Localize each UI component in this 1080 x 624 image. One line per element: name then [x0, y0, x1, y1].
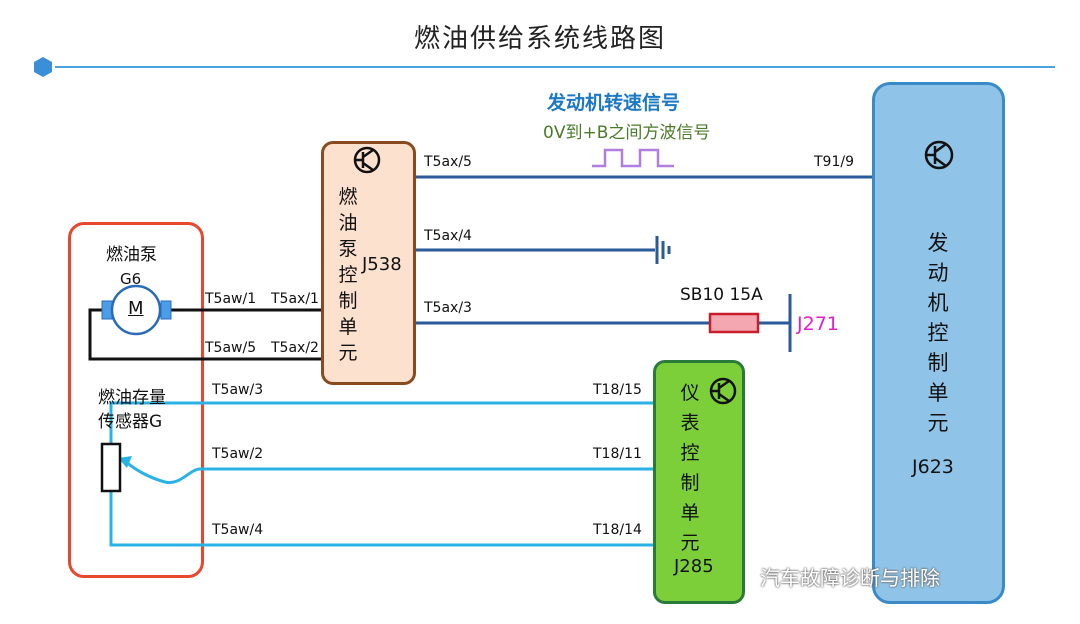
- wiper-arrow-icon: [118, 456, 132, 468]
- pin-t5ax-5: T5ax/5: [424, 154, 472, 170]
- wire-t5aw5-t5ax2: [88, 308, 321, 361]
- pin-t5ax-1: T5ax/1: [271, 291, 319, 307]
- j623-name-vertical: 发 动 机 控 制 单 元: [927, 231, 949, 435]
- j285-name-vertical: 仪 表 控 制 单 元: [680, 382, 700, 554]
- pin-t5aw-5: T5aw/5: [205, 340, 257, 356]
- pin-t5aw-2: T5aw/2: [212, 446, 264, 462]
- j285-id: J285: [674, 556, 714, 577]
- fuse-sb10-label: SB10 15A: [680, 285, 763, 305]
- pin-t91-9: T91/9: [814, 154, 854, 170]
- fuel-level-sender-resistor-icon: [100, 442, 122, 493]
- pin-t18-14: T18/14: [593, 522, 642, 538]
- motor-id-label: G6: [120, 270, 142, 288]
- fuel-pump-label: 燃油泵: [106, 245, 157, 265]
- header-divider: [55, 66, 1055, 68]
- j623-transistor-icon: [924, 140, 954, 170]
- header-hexagon-icon: [34, 57, 52, 77]
- pin-t5aw-1: T5aw/1: [205, 291, 257, 307]
- engine-speed-signal-label: 发动机转速信号: [547, 92, 681, 114]
- square-wave-description: 0V到+B之间方波信号: [543, 123, 711, 143]
- pin-t5ax-2: T5ax/2: [271, 340, 319, 356]
- pin-t5ax-3: T5ax/3: [424, 300, 472, 316]
- j538-id: J538: [362, 254, 402, 275]
- pin-t5aw-3: T5aw/3: [212, 382, 264, 398]
- j623-id: J623: [912, 456, 954, 478]
- fuel-sender-label-line2: 传感器G: [98, 412, 163, 432]
- j538-name-vertical: 燃 油 泵 控 制 单 元: [338, 186, 358, 364]
- j538-box: [321, 141, 416, 385]
- motor-symbol: M: [128, 298, 144, 319]
- pin-t18-15: T18/15: [593, 382, 642, 398]
- fuel-sender-label-line1: 燃油存量: [98, 388, 166, 408]
- watermark-text: 汽车故障诊断与排除: [760, 566, 940, 590]
- fuel-pump-group-box: [68, 222, 204, 578]
- j538-transistor-icon: [353, 146, 381, 174]
- pin-t5aw-4: T5aw/4: [212, 522, 264, 538]
- fuse-sb10-icon: [708, 312, 760, 334]
- wire-t5aw4-t18-14: [109, 491, 653, 547]
- wire-t5aw3-t18-15: [109, 401, 653, 445]
- pin-t18-11: T18/11: [593, 446, 642, 462]
- wire-t5aw2-wiper: [123, 459, 201, 485]
- ground-symbol-icon: [655, 236, 671, 264]
- j285-transistor-icon: [709, 377, 737, 405]
- square-wave-signal-icon: [592, 148, 674, 168]
- motor-g6-icon: [101, 284, 172, 336]
- diagram-title: 燃油供给系统线路图: [413, 24, 666, 54]
- pin-t5ax-4: T5ax/4: [424, 228, 472, 244]
- j271-label: J271: [797, 313, 839, 335]
